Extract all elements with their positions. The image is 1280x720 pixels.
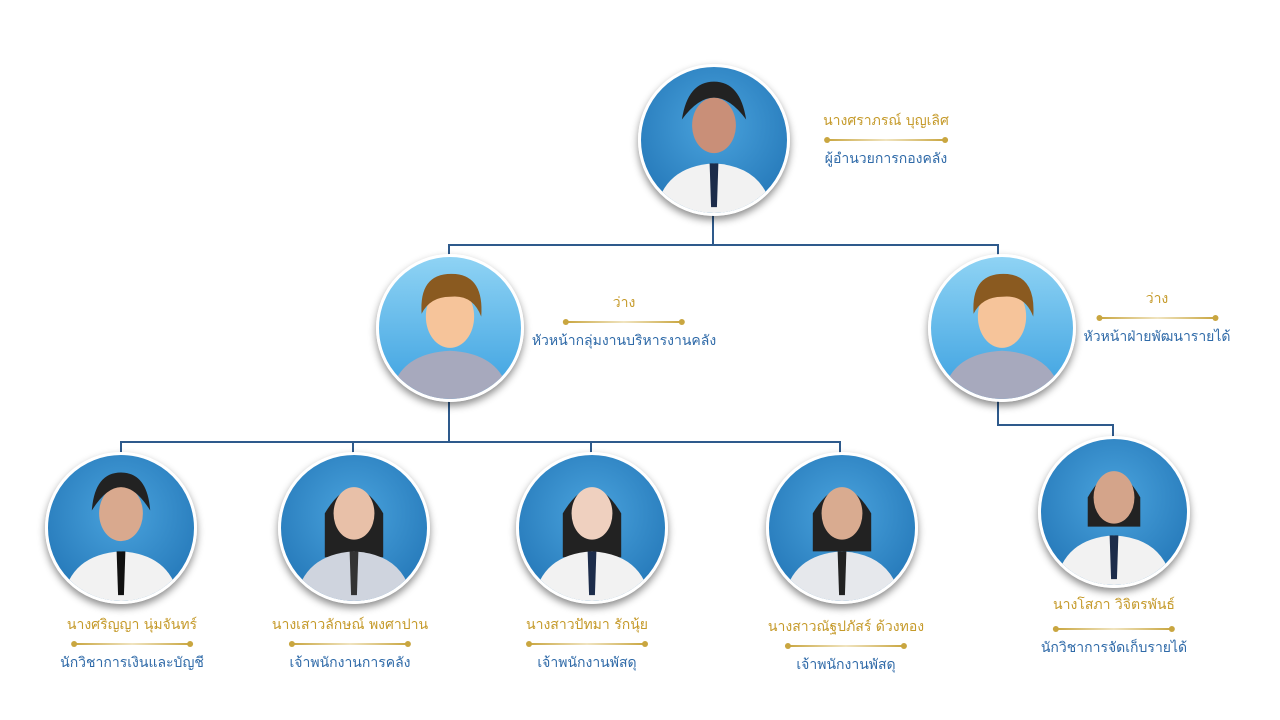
staff-caption: นางสาวณัฐปภัสร์ ด้วงทอง เจ้าพนักงานพัสดุ: [768, 616, 924, 676]
staff-caption: นางโสภา วิจิตรพันธ์ นักวิชาการจัดเก็บราย…: [1041, 594, 1187, 659]
connector: [448, 244, 450, 258]
connector: [997, 244, 999, 258]
head-caption: ว่าง หัวหน้าฝ่ายพัฒนารายได้: [1083, 288, 1230, 348]
connector: [1112, 424, 1114, 438]
staff-photo: [516, 452, 668, 604]
person-name: นางสาวปัทมา รักนุ้ย: [526, 617, 648, 633]
divider: [784, 643, 907, 649]
person-name: นางโสภา วิจิตรพันธ์: [1053, 597, 1175, 613]
divider: [563, 319, 685, 325]
person-name: นางศริญญา นุ่มจันทร์: [66, 617, 198, 633]
staff-caption: นางสาวปัทมา รักนุ้ย เจ้าพนักงานพัสดุ: [526, 614, 648, 674]
person-name: ว่าง: [612, 295, 636, 311]
person-role: นักวิชาการเงินและบัญชี: [60, 655, 204, 671]
connector: [448, 396, 450, 442]
vacant-head-photo: [376, 254, 524, 402]
connector: [120, 441, 841, 443]
staff-photo: [45, 452, 197, 604]
head-caption: ว่าง หัวหน้ากลุ่มงานบริหารงานคลัง: [532, 292, 716, 352]
director-photo: [638, 64, 790, 216]
staff-photo: [1038, 436, 1190, 588]
connector: [997, 424, 1113, 426]
divider: [1052, 626, 1175, 632]
divider: [70, 641, 193, 647]
connector: [590, 441, 592, 455]
person-role: นักวิชาการจัดเก็บรายได้: [1040, 640, 1188, 656]
person-role: หัวหน้ากลุ่มงานบริหารงานคลัง: [531, 333, 717, 349]
person-name: นางศราภรณ์ บุญเลิศ: [823, 113, 949, 129]
divider: [289, 641, 411, 647]
connector: [839, 441, 841, 455]
person-role: เจ้าพนักงานพัสดุ: [796, 657, 896, 673]
director-caption: นางศราภรณ์ บุญเลิศ ผู้อำนวยการกองคลัง: [823, 110, 949, 170]
staff-caption: นางศริญญา นุ่มจันทร์ นักวิชาการเงินและบั…: [60, 614, 204, 674]
divider: [823, 137, 948, 143]
person-name: นางเสาวลักษณ์ พงศาปาน: [271, 617, 429, 633]
person-name: ว่าง: [1145, 291, 1169, 307]
staff-photo: [278, 452, 430, 604]
person-role: ผู้อำนวยการกองคลัง: [824, 151, 948, 167]
staff-photo: [766, 452, 918, 604]
person-role: เจ้าพนักงานพัสดุ: [537, 655, 637, 671]
divider: [1095, 315, 1218, 321]
connector: [120, 441, 122, 455]
connector: [997, 398, 999, 425]
person-role: เจ้าพนักงานการคลัง: [289, 655, 411, 671]
connector: [712, 212, 714, 245]
connector: [352, 441, 354, 455]
connector: [448, 244, 999, 246]
vacant-head-photo: [928, 254, 1076, 402]
person-role: หัวหน้าฝ่ายพัฒนารายได้: [1083, 329, 1231, 345]
person-name: นางสาวณัฐปภัสร์ ด้วงทอง: [767, 619, 925, 635]
divider: [526, 641, 648, 647]
staff-caption: นางเสาวลักษณ์ พงศาปาน เจ้าพนักงานการคลัง: [272, 614, 428, 674]
